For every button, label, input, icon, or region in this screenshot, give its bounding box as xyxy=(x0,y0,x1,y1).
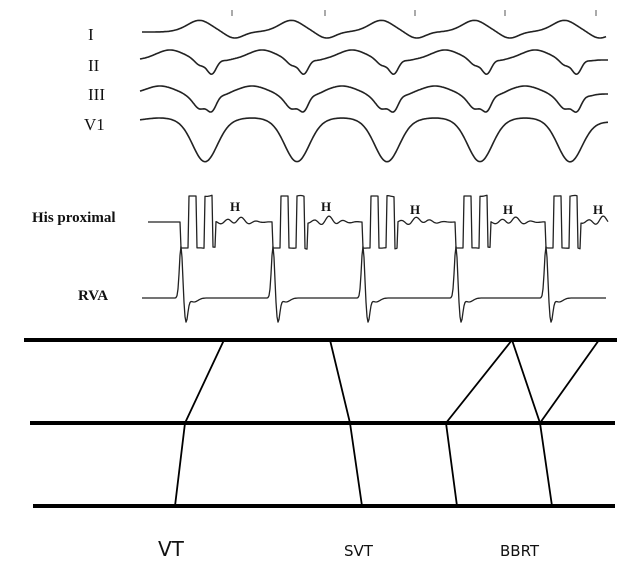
lead-label-rva: RVA xyxy=(78,288,108,304)
conduction-line-svt xyxy=(329,339,363,507)
his-marker: H xyxy=(503,202,513,217)
conduction-line-bbrt-1 xyxy=(445,339,513,507)
his-marker: H xyxy=(230,199,240,214)
conduction-line-vt xyxy=(174,339,225,507)
lead-label-his-proximal: His proximal xyxy=(32,210,115,226)
ecg-trace-lead-II xyxy=(139,49,608,75)
lead-label-II: II xyxy=(88,56,100,75)
his-marker: H xyxy=(593,202,603,217)
lead-label-III: III xyxy=(88,85,105,104)
his-marker: H xyxy=(410,202,420,217)
lead-label-V1: V1 xyxy=(84,115,105,134)
lead-label-I: I xyxy=(88,25,94,44)
his-marker: H xyxy=(321,199,331,214)
his-markers: H H H H H xyxy=(230,199,603,217)
egm-trace-his-proximal xyxy=(148,194,609,250)
ladder-conduction-lines xyxy=(174,339,600,507)
time-ticks xyxy=(231,10,597,16)
label-bbrt: BBRT xyxy=(500,542,540,560)
label-vt: VT xyxy=(158,537,185,561)
ecg-trace-lead-V1 xyxy=(139,117,608,163)
ecg-trace-lead-I xyxy=(142,19,607,39)
label-svt: SVT xyxy=(344,542,374,560)
ecg-trace-lead-III xyxy=(139,85,608,113)
egm-trace-rva xyxy=(142,245,606,323)
conduction-line-bbrt-3 xyxy=(539,339,600,424)
